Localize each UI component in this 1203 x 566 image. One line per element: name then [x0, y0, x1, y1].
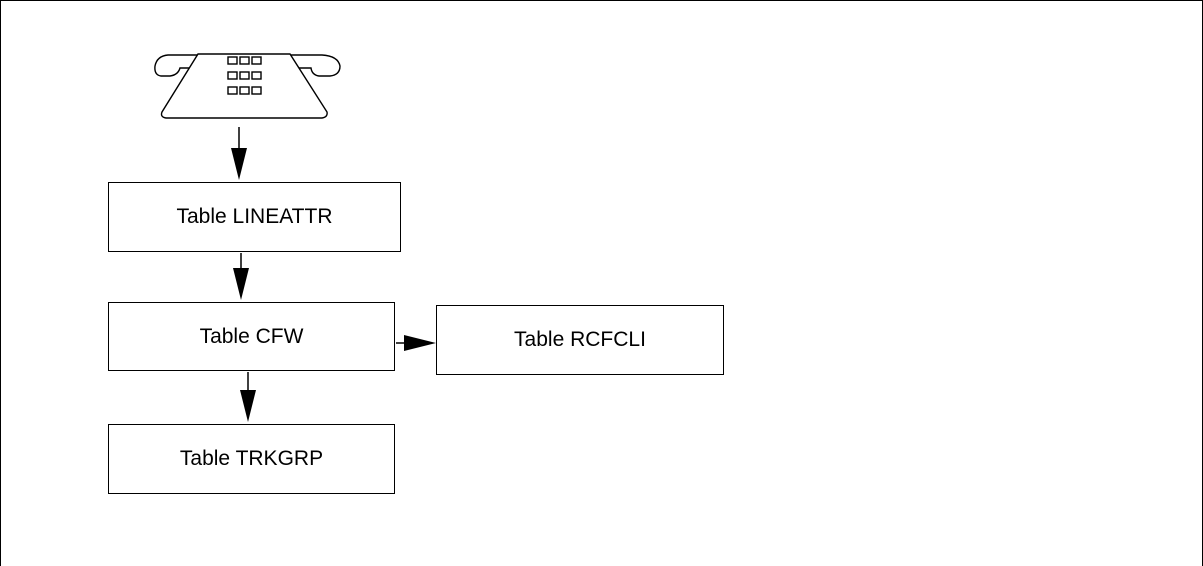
table-rcfcli-box: Table RCFCLI: [436, 305, 724, 375]
table-cfw-label: Table CFW: [199, 324, 304, 348]
table-lineattr-box: Table LINEATTR: [108, 182, 401, 252]
table-rcfcli-label: Table RCFCLI: [514, 328, 646, 351]
table-trkgrp-label: Table TRKGRP: [179, 447, 324, 470]
table-cfw-box: Table CFW: [108, 302, 395, 371]
table-trkgrp-box: Table TRKGRP: [108, 424, 395, 494]
table-lineattr-label: Table LINEATTR: [176, 205, 333, 228]
